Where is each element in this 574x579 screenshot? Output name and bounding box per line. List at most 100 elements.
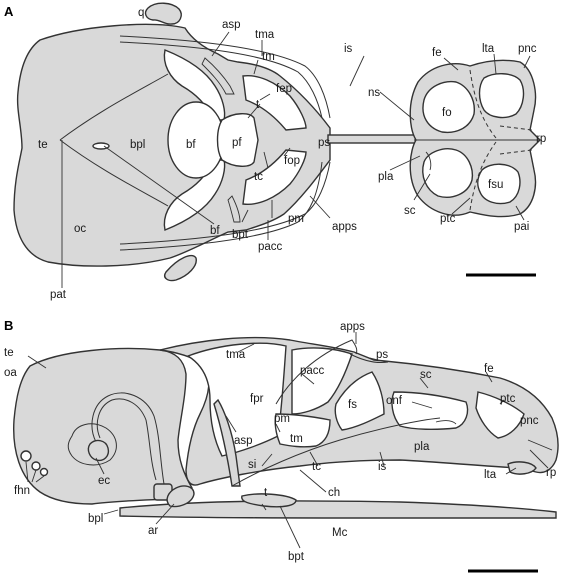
ptc-spike-2 [529, 449, 549, 469]
label-b-bpl: bpl [88, 513, 103, 525]
tc-rod [231, 417, 441, 487]
label-b-ec: ec [98, 475, 110, 487]
label-b-lta: lta [484, 469, 497, 481]
orbitonasal-fenestra [422, 80, 475, 134]
label-b-mc: Mc [332, 527, 348, 539]
label-a-tm: tm [262, 51, 275, 63]
label-b-rp: rp [546, 467, 556, 479]
bpt-process [227, 195, 241, 223]
panel-b-letter: B [4, 318, 13, 333]
label-a-pla: pla [378, 171, 394, 183]
label-a-oc: oc [74, 223, 86, 235]
label-b-pm: pm [274, 413, 290, 425]
label-a-ns: ns [368, 87, 380, 99]
label-a-fe: fe [432, 47, 442, 59]
label-b-ar: ar [148, 525, 158, 537]
fenestra-parietal [186, 342, 287, 457]
label-b-pnc: pnc [520, 415, 539, 427]
fenestra-lower-nasal [422, 148, 474, 198]
label-a-t: t [256, 99, 260, 111]
label-a-te: te [38, 139, 48, 151]
label-b-apps: apps [340, 321, 365, 333]
label-b-bpt: bpt [288, 551, 305, 563]
label-a-pm: pm [288, 213, 304, 225]
asp-process [201, 57, 235, 95]
ear-canal-outer [96, 398, 157, 481]
pla-process [425, 151, 432, 171]
lower-rod-inner [119, 161, 323, 251]
label-b-sc: sc [420, 369, 432, 381]
label-b-fe: fe [484, 363, 494, 375]
fenestra-fs [334, 371, 385, 431]
label-a-fsu: fsu [488, 179, 503, 191]
label-a-sc: sc [404, 205, 416, 217]
label-a-pat: pat [50, 289, 67, 301]
label-a-fo: fo [442, 107, 452, 119]
nasal-dashed-2 [469, 141, 497, 211]
label-b-ps: ps [376, 349, 388, 361]
label-b-fpr: fpr [250, 393, 264, 405]
label-a-ps: ps [318, 137, 330, 149]
label-a-tc: tc [254, 171, 263, 183]
fenestra-pm [242, 149, 307, 205]
small-foramen [92, 142, 110, 150]
basal-fenestra [167, 101, 225, 179]
tma-rod-inner [119, 41, 323, 119]
fenestra-tm-b [274, 413, 331, 448]
fenestra-pnc [475, 391, 525, 439]
label-b-si: si [248, 459, 256, 471]
label-a-bf: bf [186, 139, 196, 151]
panel-a: A [4, 2, 546, 301]
ps-rod [349, 353, 389, 363]
fhn-foramen-1 [20, 450, 32, 462]
midline-left-2 [59, 139, 169, 207]
ptc-spike-1 [527, 439, 553, 451]
ar-process [166, 485, 195, 508]
label-a-pacc: pacc [258, 241, 283, 253]
fenestra-upper-nasal [478, 73, 525, 119]
label-b-pacc: pacc [300, 365, 325, 377]
label-b-fs: fs [348, 399, 357, 411]
apps-rod [275, 339, 358, 405]
ec-body [87, 439, 110, 462]
ear-canal-inner [91, 392, 165, 485]
label-b-pla: pla [414, 441, 430, 453]
label-b-te: te [4, 347, 14, 359]
label-b-tma: tma [226, 349, 246, 361]
label-b-fhn: fhn [14, 485, 30, 497]
label-a-pai: pai [514, 221, 529, 233]
label-b-asp: asp [234, 435, 253, 447]
label-b-onf: onf [386, 395, 403, 407]
label-a-asp: asp [222, 19, 241, 31]
label-a-pf: pf [232, 137, 242, 149]
lower-blob [164, 254, 197, 282]
fhn-foramen-3 [39, 467, 49, 477]
panel-a-leaders [61, 31, 531, 288]
label-b-ptc: ptc [500, 393, 516, 405]
label-b-ch: ch [328, 487, 340, 499]
label-b-t: t [264, 487, 268, 499]
panel-b-leaders [25, 332, 517, 549]
label-a-pnc: pnc [518, 43, 537, 55]
pla-b [435, 420, 457, 425]
label-b-is: is [378, 461, 387, 473]
panel-a-letter: A [4, 4, 14, 19]
label-a-bpt: bpt [232, 229, 249, 241]
pituitary-fenestra [216, 113, 259, 167]
nasal-dashed-1 [469, 69, 497, 139]
q-bone [144, 2, 182, 25]
label-a-lta: lta [482, 43, 495, 55]
label-a-bpl: bpl [130, 139, 145, 151]
label-a-ptc: ptc [440, 213, 456, 225]
fenestra-subnasalis [477, 163, 521, 205]
label-a-is: is [344, 43, 353, 55]
lta-process [507, 461, 537, 475]
lower-rod [119, 161, 331, 245]
fhn-foramen-2 [31, 461, 41, 471]
nasal-dashed-3 [499, 125, 533, 131]
label-a-apps: apps [332, 221, 357, 233]
fenestra-onf [391, 391, 469, 431]
label-a-q: q [138, 7, 144, 19]
label-a-fop: fop [284, 155, 300, 167]
